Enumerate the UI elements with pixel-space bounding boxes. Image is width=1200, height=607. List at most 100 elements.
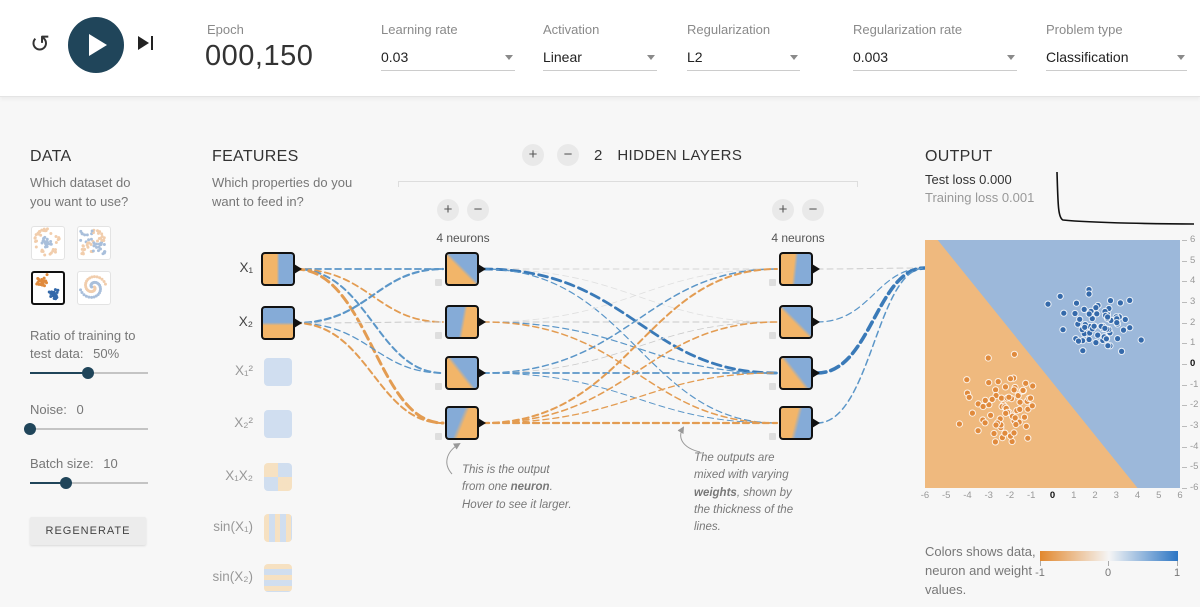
loss-curve — [1056, 171, 1195, 225]
data-section-subtitle: Which dataset do you want to use? — [30, 175, 131, 209]
feature-node-6[interactable] — [264, 514, 292, 542]
x-tick-label: 2 — [1092, 490, 1098, 501]
step-forward-button[interactable] — [138, 36, 153, 50]
hidden-layer1-neuron-3[interactable] — [445, 356, 486, 390]
hidden-layer1-neuron-2[interactable] — [445, 305, 486, 339]
layer2-neurons-label: 4 neurons — [771, 231, 825, 245]
hidden-layer2-neuron-2[interactable] — [779, 305, 820, 339]
x-tick-label: 0 — [1049, 490, 1056, 501]
weight-link — [481, 267, 779, 375]
weight-link — [482, 321, 778, 374]
y-tick-label: -4 — [1190, 440, 1199, 452]
hidden-layer1-neuron-4[interactable] — [445, 406, 486, 440]
remove-neuron-button-layer1[interactable]: − — [467, 199, 489, 221]
weight-link — [816, 267, 926, 270]
batch-size-label: Batch size: — [30, 456, 94, 471]
feature-node-2[interactable] — [261, 306, 302, 340]
weight-link — [294, 321, 444, 324]
regularization-select[interactable]: Regularization L2 — [687, 0, 800, 96]
bias-square[interactable] — [435, 433, 442, 440]
hidden-layer1-neuron-1[interactable] — [445, 252, 486, 286]
scale-tick-label: 1 — [1173, 567, 1181, 579]
annotation-arrow — [677, 426, 701, 453]
y-tick-mark — [1182, 467, 1187, 469]
bias-square[interactable] — [769, 433, 776, 440]
batch-size-slider[interactable] — [30, 477, 148, 490]
y-tick-label: -6 — [1190, 482, 1199, 493]
weight-link — [294, 268, 444, 323]
add-neuron-button-layer1[interactable]: + — [437, 199, 459, 221]
chevron-down-icon — [647, 55, 655, 60]
feature-node-3[interactable] — [264, 358, 292, 386]
weight-link — [294, 322, 444, 374]
data-section-title: DATA — [30, 148, 72, 165]
hidden-layers-title: 2 HIDDEN LAYERS — [594, 147, 742, 164]
scale-tick-mark — [1040, 561, 1041, 566]
chevron-down-icon — [1007, 55, 1015, 60]
weight-link — [482, 268, 778, 374]
remove-layer-button[interactable]: − — [557, 144, 579, 166]
learning-rate-select[interactable]: Learning rate 0.03 — [381, 0, 515, 96]
top-bar: ↺ Epoch 000,150 Learning rate 0.03 Activ… — [0, 0, 1200, 97]
activation-select[interactable]: Activation Linear — [543, 0, 657, 96]
annotation-arrow — [446, 442, 461, 475]
slider-handle[interactable] — [59, 477, 72, 490]
train-ratio-slider-block: Ratio of training to test data: 50% — [30, 327, 148, 380]
train-ratio-label: Ratio of training to test data: — [30, 328, 136, 362]
feature-node-4[interactable] — [264, 410, 292, 438]
dataset-thumbnail-circle[interactable] — [31, 226, 65, 260]
feature-label-1: X₁ — [239, 260, 253, 275]
dataset-thumbnail-spiral[interactable] — [77, 271, 111, 305]
bias-square[interactable] — [435, 332, 442, 339]
neuron-annotation: This is the output from one neuron. Hove… — [462, 464, 572, 511]
y-tick-mark — [1182, 364, 1187, 365]
bias-square[interactable] — [769, 332, 776, 339]
hidden-layer2-neuron-4[interactable] — [779, 406, 820, 440]
noise-slider[interactable] — [24, 423, 148, 436]
feature-label-3: X₁² — [234, 363, 253, 378]
problem-type-select[interactable]: Problem type Classification — [1046, 0, 1187, 96]
y-tick-label: 3 — [1190, 296, 1196, 307]
regularization-rate-select[interactable]: Regularization rate 0.003 — [853, 0, 1017, 96]
features-section-title: FEATURES — [212, 148, 299, 165]
slider-handle[interactable] — [82, 367, 94, 380]
weight-link — [482, 321, 778, 424]
y-tick-label: 4 — [1190, 275, 1196, 287]
epoch-label: Epoch — [207, 22, 244, 37]
play-pause-button[interactable] — [68, 17, 124, 73]
dataset-thumbnail-exclusive-or[interactable] — [77, 226, 111, 260]
y-tick-mark — [1182, 302, 1187, 303]
train-ratio-slider[interactable] — [30, 367, 148, 380]
remove-neuron-button-layer2[interactable]: − — [802, 199, 824, 221]
bias-square[interactable] — [435, 383, 442, 390]
noise-value: 0 — [76, 402, 84, 417]
slider-handle[interactable] — [24, 423, 36, 436]
y-tick-label: 2 — [1190, 316, 1196, 328]
feature-node-5[interactable] — [264, 463, 292, 491]
x-tick-label: 3 — [1113, 490, 1119, 501]
legend-text: Colors shows data, neuron and weight val… — [925, 544, 1036, 597]
weights-annotation: The outputs are mixed with varying weigh… — [694, 452, 794, 533]
dataset-thumbnail-gaussian[interactable] — [31, 271, 65, 305]
weight-link — [293, 267, 445, 325]
reset-icon[interactable]: ↺ — [30, 31, 51, 58]
feature-node-7[interactable] — [264, 564, 292, 592]
weight-link — [482, 268, 778, 424]
chevron-down-icon — [1177, 55, 1185, 60]
y-tick-mark — [1182, 260, 1187, 262]
scale-tick-mark — [1177, 561, 1178, 566]
hidden-layer2-neuron-1[interactable] — [779, 252, 820, 286]
add-layer-button[interactable]: + — [522, 144, 544, 166]
bias-square[interactable] — [769, 383, 776, 390]
bias-square[interactable] — [769, 279, 776, 286]
hidden-layer2-neuron-3[interactable] — [779, 356, 820, 390]
feature-node-1[interactable] — [261, 252, 302, 286]
add-neuron-button-layer2[interactable]: + — [772, 199, 794, 221]
feature-label-4: X₂² — [234, 415, 253, 430]
chevron-down-icon — [505, 55, 513, 60]
regenerate-button[interactable]: REGENERATE — [30, 517, 146, 545]
bias-square[interactable] — [435, 279, 442, 286]
decision-boundary-plot — [925, 240, 1180, 488]
